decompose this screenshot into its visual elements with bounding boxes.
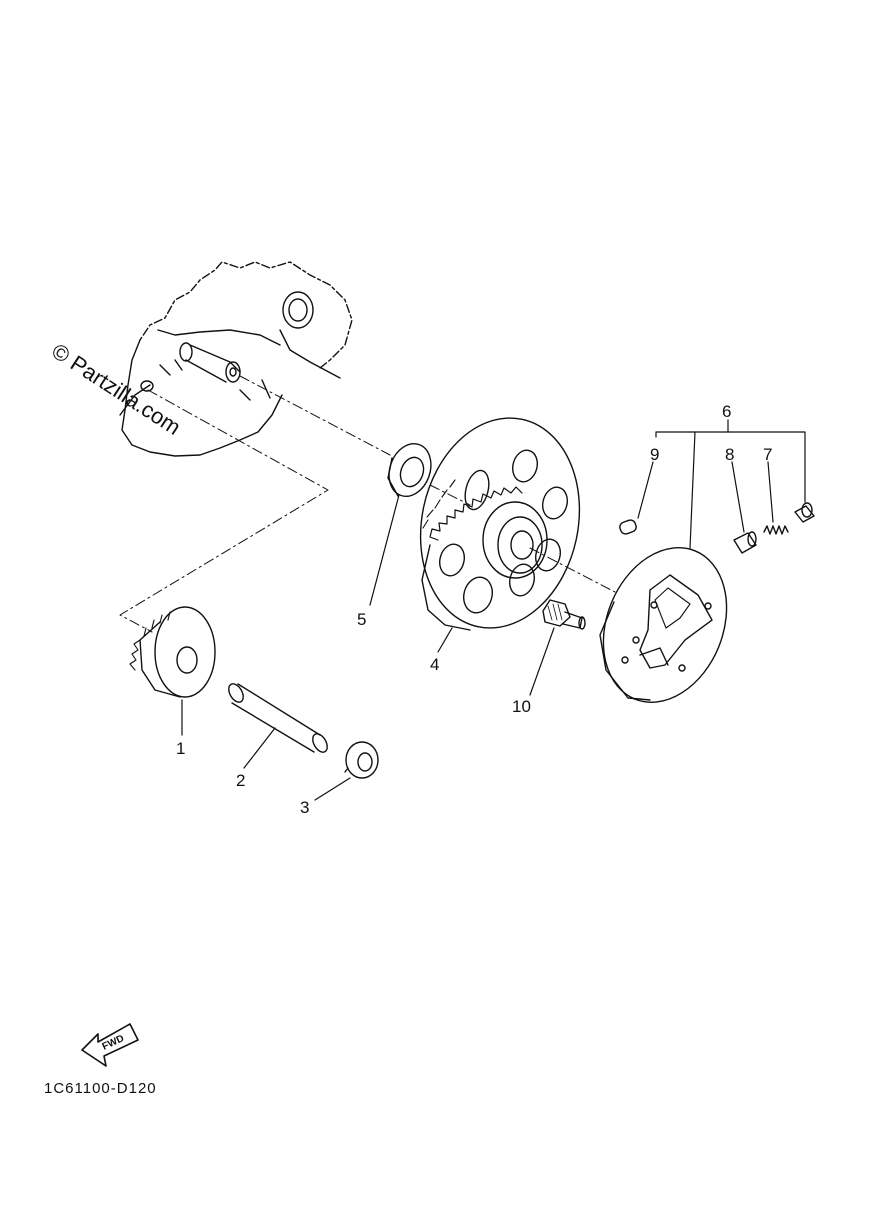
crankcase-outline — [119, 261, 353, 457]
callout-9: 9 — [650, 445, 659, 464]
fwd-label: FWD — [101, 1033, 126, 1053]
center-lines — [119, 375, 616, 633]
callout-4: 4 — [430, 655, 439, 674]
roller-part-9 — [619, 519, 637, 535]
callout-10: 10 — [512, 697, 531, 716]
clutch-cap-part — [794, 502, 815, 523]
callout-6: 6 — [722, 402, 731, 421]
starter-clutch-part-6 — [599, 547, 728, 703]
callout-8: 8 — [725, 445, 734, 464]
bolt-part-10 — [542, 599, 586, 630]
shaft-part-2 — [228, 683, 328, 753]
idle-gear-part-1 — [129, 606, 216, 698]
watermark-text: © Partzilla.com — [47, 338, 185, 440]
diagram-code: 1C61100-D120 — [44, 1080, 157, 1097]
callout-1: 1 — [176, 739, 185, 758]
plunger-part-8 — [733, 531, 757, 554]
fwd-arrow-icon — [81, 1023, 139, 1067]
washer-part-5 — [387, 443, 432, 497]
leader-lines — [181, 419, 806, 801]
starter-wheel-gear-part-4 — [419, 417, 581, 631]
callout-3: 3 — [300, 798, 309, 817]
collar-part-3 — [344, 741, 379, 779]
callout-7: 7 — [763, 445, 772, 464]
callout-5: 5 — [357, 610, 366, 629]
spring-part-7 — [763, 525, 789, 535]
callout-2: 2 — [236, 771, 245, 790]
